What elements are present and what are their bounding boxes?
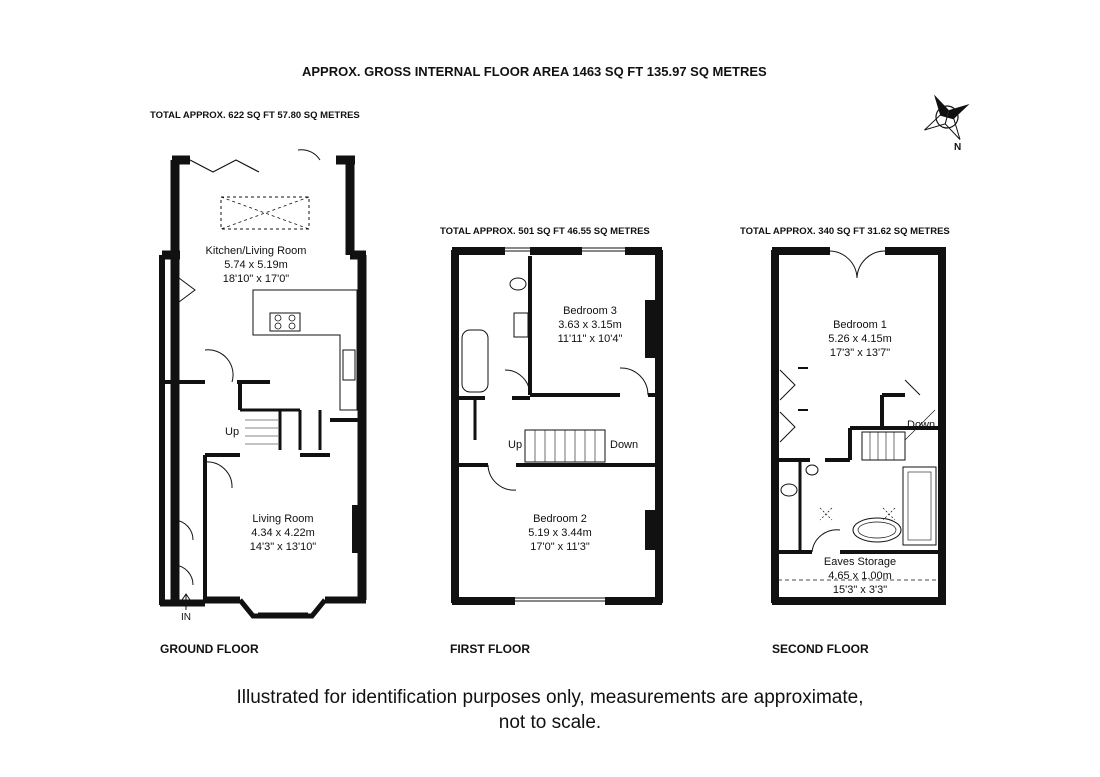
room-bedroom-1: Bedroom 1 5.26 x 4.15m 17'3" x 13'7" <box>815 318 905 360</box>
stairs-up-label: Up <box>225 426 240 438</box>
entrance-label: IN <box>181 612 191 623</box>
room-eaves-storage: Eaves Storage 4.65 x 1.00m 15'3" x 3'3" <box>810 555 910 597</box>
room-bedroom-3: Bedroom 3 3.63 x 3.15m 11'11" x 10'4" <box>545 304 635 346</box>
ground-floor-plan <box>159 149 367 619</box>
room-kitchen-living: Kitchen/Living Room 5.74 x 5.19m 18'10" … <box>196 244 316 286</box>
room-metric: 5.26 x 4.15m <box>828 333 892 345</box>
room-metric: 5.74 x 5.19m <box>224 259 288 271</box>
compass-rose <box>924 94 970 140</box>
first-floor-title: FIRST FLOOR <box>450 642 530 656</box>
room-name: Kitchen/Living Room <box>205 245 307 257</box>
room-bedroom-2: Bedroom 2 5.19 x 3.44m 17'0" x 11'3" <box>515 512 605 554</box>
disclaimer: Illustrated for identification purposes … <box>150 685 950 735</box>
room-name: Bedroom 1 <box>833 319 887 331</box>
gross-area-heading: APPROX. GROSS INTERNAL FLOOR AREA 1463 S… <box>302 64 767 79</box>
disclaimer-line-2: not to scale. <box>498 712 602 733</box>
second-floor-total-area: TOTAL APPROX. 340 SQ FT 31.62 SQ METRES <box>740 226 950 237</box>
room-name: Living Room <box>252 513 314 525</box>
room-metric: 3.63 x 3.15m <box>558 319 622 331</box>
second-floor-plan <box>771 247 946 605</box>
room-imperial: 17'3" x 13'7" <box>829 347 891 359</box>
ground-floor-title: GROUND FLOOR <box>160 642 259 656</box>
second-floor-title: SECOND FLOOR <box>772 642 869 656</box>
room-imperial: 15'3" x 3'3" <box>832 584 888 596</box>
disclaimer-line-1: Illustrated for identification purposes … <box>236 687 864 708</box>
stairs-up-label: Up <box>508 439 523 451</box>
ground-floor-total-area: TOTAL APPROX. 622 SQ FT 57.80 SQ METRES <box>150 110 360 121</box>
stairs-down-label: Down <box>907 419 936 431</box>
room-name: Bedroom 3 <box>563 305 617 317</box>
room-imperial: 11'11" x 10'4" <box>557 333 623 345</box>
compass-north-label: N <box>954 142 962 153</box>
room-name: Eaves Storage <box>823 556 897 568</box>
room-name: Bedroom 2 <box>533 513 587 525</box>
stairs-down-label: Down <box>610 439 639 451</box>
room-living: Living Room 4.34 x 4.22m 14'3" x 13'10" <box>228 512 338 554</box>
room-metric: 4.34 x 4.22m <box>251 527 315 539</box>
room-imperial: 18'10" x 17'0" <box>222 273 290 285</box>
room-metric: 4.65 x 1.00m <box>828 570 892 582</box>
room-imperial: 17'0" x 11'3" <box>530 541 590 553</box>
first-floor-plan <box>451 247 663 605</box>
room-imperial: 14'3" x 13'10" <box>249 541 317 553</box>
room-metric: 5.19 x 3.44m <box>528 527 592 539</box>
first-floor-total-area: TOTAL APPROX. 501 SQ FT 46.55 SQ METRES <box>440 226 650 237</box>
